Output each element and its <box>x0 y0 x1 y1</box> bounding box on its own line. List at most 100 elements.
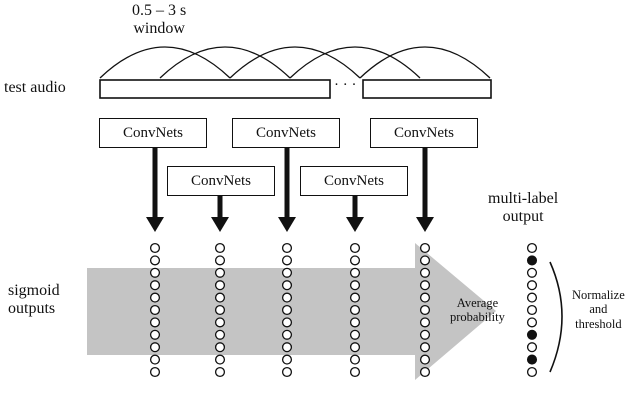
normalize-label-line3: threshold <box>575 316 622 331</box>
output-circle-active <box>526 329 538 340</box>
sigmoid-output-circle <box>419 342 431 353</box>
sigmoid-output-circle <box>281 267 293 278</box>
sigmoid-output-circle <box>149 317 161 328</box>
connector-arrowhead <box>346 217 364 232</box>
sigmoid-label-line2: outputs <box>8 300 56 318</box>
sigmoid-outputs-label: sigmoid outputs <box>8 282 60 319</box>
multi-label-output-label: multi-label output <box>488 190 558 227</box>
window-label-line1: 0.5 – 3 s <box>132 2 187 19</box>
window-label: 0.5 – 3 s window <box>132 2 186 39</box>
sigmoid-output-circle <box>281 342 293 353</box>
sigmoid-output-circle <box>149 267 161 278</box>
average-probability-label: Average probability <box>450 296 505 325</box>
test-audio-label: test audio <box>4 79 66 96</box>
sigmoid-output-circle <box>419 317 431 328</box>
window-arc <box>99 46 231 79</box>
sigmoid-output-circle <box>281 317 293 328</box>
sigmoid-output-circle <box>149 304 161 316</box>
sigmoid-output-circle <box>214 366 226 378</box>
window-arc <box>229 46 361 79</box>
sigmoid-output-circle <box>214 255 226 266</box>
sigmoid-output-circle <box>281 292 293 303</box>
normalize-threshold-label: Normalize and threshold <box>572 288 625 331</box>
sigmoid-output-circle <box>349 267 361 278</box>
sigmoid-output-circle <box>281 354 293 365</box>
test-audio-segment-right <box>362 79 492 99</box>
multilabel-label-line1: multi-label <box>488 190 559 207</box>
sigmoid-output-circle <box>419 329 431 340</box>
sigmoid-output-circle <box>149 342 161 353</box>
sigmoid-output-circle <box>281 280 293 291</box>
convnet-box-2: ConvNets <box>167 166 275 196</box>
output-circle-inactive <box>526 366 538 378</box>
output-circle-inactive <box>526 342 538 353</box>
sigmoid-output-circle <box>149 292 161 303</box>
sigmoid-output-circle <box>281 242 293 254</box>
sigmoid-output-circle <box>149 366 161 378</box>
average-label-line2: probability <box>450 310 505 325</box>
sigmoid-output-circle <box>349 354 361 365</box>
sigmoid-output-circle <box>349 317 361 328</box>
window-arcs <box>99 46 491 79</box>
normalize-label-line1: Normalize <box>572 288 625 302</box>
sigmoid-output-circle <box>419 292 431 303</box>
multilabel-label-line2: output <box>502 208 544 226</box>
audio-gap-ellipsis: · · · <box>334 77 357 93</box>
normalize-bracket <box>549 261 563 373</box>
sigmoid-output-circle <box>419 242 431 254</box>
connector-arrowhead <box>416 217 434 232</box>
sigmoid-output-circle <box>214 267 226 278</box>
connector-arrowhead <box>146 217 164 232</box>
output-circle-active <box>526 354 538 365</box>
sigmoid-output-circle <box>214 292 226 303</box>
sigmoid-output-circle <box>214 342 226 353</box>
sigmoid-output-circle <box>281 366 293 378</box>
output-circle-inactive <box>526 292 538 303</box>
sigmoid-output-circle <box>419 354 431 365</box>
sigmoid-output-circle <box>349 366 361 378</box>
sigmoid-output-circle <box>149 242 161 254</box>
output-circle-inactive <box>526 242 538 254</box>
average-label-line1: Average <box>456 296 499 310</box>
normalize-label-line2: and <box>589 302 608 317</box>
sigmoid-output-circle <box>419 267 431 278</box>
window-arc <box>289 46 421 79</box>
window-arc <box>359 46 491 79</box>
sigmoid-output-circle <box>419 304 431 316</box>
sigmoid-output-circle <box>349 342 361 353</box>
sigmoid-output-circle <box>349 242 361 254</box>
sigmoid-output-circles <box>149 242 431 378</box>
window-arc <box>159 46 291 79</box>
window-label-line2: window <box>133 20 185 38</box>
sigmoid-output-circle <box>149 255 161 266</box>
sigmoid-output-circle <box>349 255 361 266</box>
sigmoid-output-circle <box>349 329 361 340</box>
convnet-box-3: ConvNets <box>232 118 340 148</box>
sigmoid-output-circle <box>214 354 226 365</box>
sigmoid-output-circle <box>281 329 293 340</box>
convnet-box-4: ConvNets <box>300 166 408 196</box>
test-audio-segment-left <box>99 79 331 99</box>
connector-arrowhead <box>211 217 229 232</box>
sigmoid-output-circle <box>419 255 431 266</box>
connector-arrowhead <box>278 217 296 232</box>
output-circle-inactive <box>526 267 538 278</box>
output-circle-inactive <box>526 317 538 328</box>
sigmoid-output-circle <box>214 304 226 316</box>
sigmoid-output-circle <box>281 255 293 266</box>
sigmoid-output-circle <box>214 280 226 291</box>
sigmoid-output-circle <box>214 242 226 254</box>
output-circle-inactive <box>526 280 538 291</box>
sigmoid-output-circle <box>149 280 161 291</box>
convnet-connectors <box>146 148 434 232</box>
sigmoid-output-circle <box>419 366 431 378</box>
output-circle-inactive <box>526 304 538 316</box>
sigmoid-output-circle <box>149 329 161 340</box>
sigmoid-output-circle <box>419 280 431 291</box>
sigmoid-output-circle <box>349 280 361 291</box>
sigmoid-output-circle <box>149 354 161 365</box>
sigmoid-output-circle <box>214 329 226 340</box>
convnet-box-1: ConvNets <box>99 118 207 148</box>
